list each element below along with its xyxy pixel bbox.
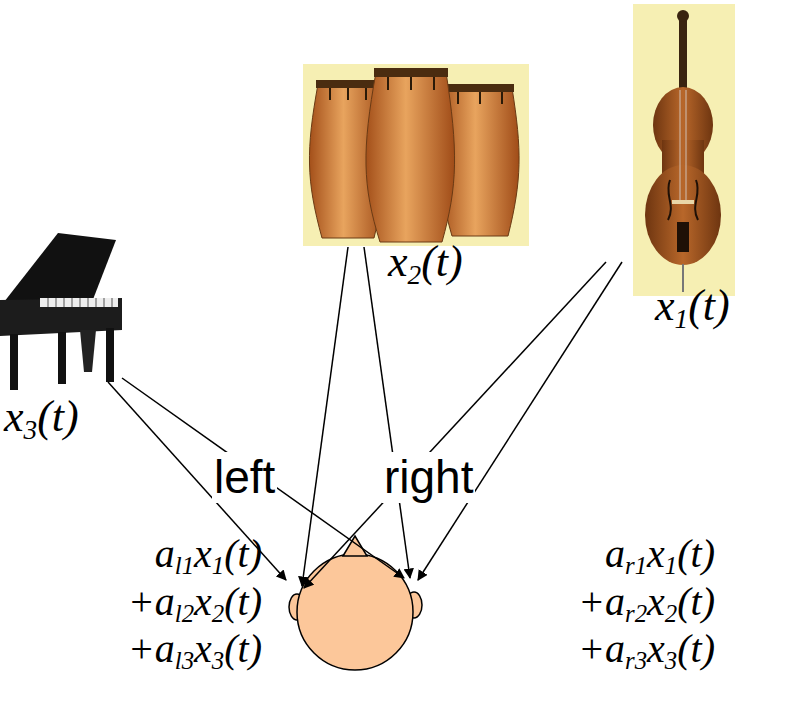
- cello-endpin: [682, 264, 684, 292]
- text-run: (t): [677, 626, 715, 671]
- signal-label: x2(t): [388, 238, 463, 290]
- text-run: x: [388, 237, 408, 286]
- subscript: l2: [175, 600, 194, 627]
- piano-pedal-lyre: [80, 330, 96, 372]
- piano-key-lines: [48, 298, 112, 307]
- cello-scroll: [677, 10, 689, 22]
- sound-path: [302, 247, 348, 586]
- text-run: (t): [688, 281, 730, 330]
- signal-label: x3(t): [4, 393, 79, 445]
- subscript: 2: [212, 600, 224, 627]
- mixture-equation: al1x1(t) +al2x2(t) +al3x3(t): [128, 532, 262, 675]
- cello-picture: [633, 4, 735, 296]
- text-run: x: [194, 626, 212, 671]
- piano-leg: [58, 332, 66, 384]
- text-run: a: [605, 531, 625, 576]
- text-run: right: [384, 451, 473, 503]
- drum-rim: [446, 84, 514, 92]
- sound-paths: [108, 247, 622, 588]
- text-run: x: [4, 392, 24, 441]
- subscript: 1: [675, 304, 689, 334]
- subscript: 3: [24, 415, 38, 445]
- subscript: 2: [665, 600, 677, 627]
- cello-tailpiece: [677, 222, 689, 252]
- conga-picture: [303, 64, 529, 246]
- signal-label: x1(t): [655, 282, 730, 334]
- text-run: (t): [224, 626, 262, 671]
- piano-body: [0, 298, 122, 336]
- sound-path: [418, 262, 622, 580]
- piano-keys: [40, 298, 118, 307]
- subscript: r3: [625, 648, 647, 675]
- mixture-equation: ar1x1(t) +ar2x2(t) +ar3x3(t): [578, 532, 715, 675]
- cello-strings: [680, 90, 686, 200]
- piano-lid: [4, 233, 116, 302]
- subscript: r2: [625, 600, 647, 627]
- text-run: x: [194, 579, 212, 624]
- subscript: 1: [665, 552, 677, 579]
- sound-path: [364, 247, 410, 578]
- cello-bridge: [672, 200, 694, 204]
- ear-label: left: [212, 452, 277, 503]
- drum-rim: [374, 68, 448, 77]
- text-run: a: [155, 531, 175, 576]
- sound-path: [304, 262, 606, 588]
- conga-drum: [366, 72, 455, 242]
- subscript: l3: [175, 648, 194, 675]
- cello-lower-bout: [645, 165, 721, 265]
- text-run: x: [194, 531, 212, 576]
- text-run: x: [647, 626, 665, 671]
- listener-head: [289, 536, 422, 670]
- subscript: 3: [212, 648, 224, 675]
- subscript: l1: [175, 552, 194, 579]
- subscript: 3: [665, 648, 677, 675]
- sound-path: [122, 378, 404, 578]
- drum-rim: [316, 80, 380, 88]
- nose: [343, 536, 367, 556]
- subscript: 2: [408, 260, 422, 290]
- text-run: x: [655, 281, 675, 330]
- subscript: 1: [212, 552, 224, 579]
- text-run: x: [647, 579, 665, 624]
- text-run: x: [647, 531, 665, 576]
- cello-f-holes: [668, 180, 698, 220]
- picture-ground: [633, 4, 735, 296]
- piano-leg: [10, 334, 18, 390]
- text-run: left: [214, 451, 275, 503]
- text-run: (t): [421, 237, 463, 286]
- cello-neck: [679, 18, 687, 98]
- picture-ground: [303, 64, 529, 246]
- piano-picture: [0, 233, 122, 390]
- subscript: r1: [625, 552, 647, 579]
- drum-lugs: [330, 77, 502, 104]
- text-run: (t): [37, 392, 79, 441]
- piano-leg: [106, 328, 114, 382]
- ear-label: right: [382, 452, 475, 503]
